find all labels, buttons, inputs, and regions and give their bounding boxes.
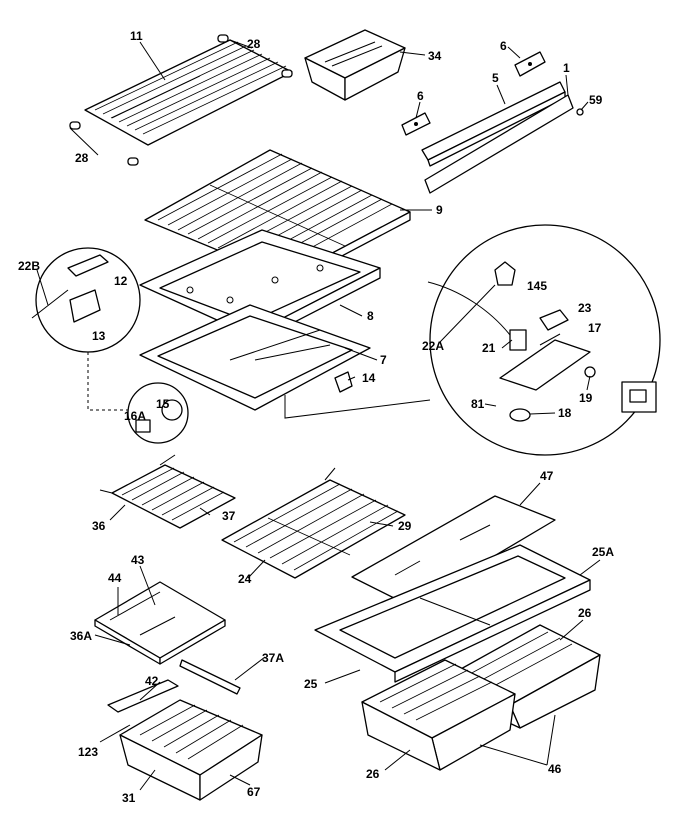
wire-shelf-11 <box>84 39 293 146</box>
callout-22b: 22B <box>18 259 40 273</box>
callout-25: 25 <box>304 677 318 691</box>
callout-1: 1 <box>563 61 570 75</box>
crisper-frame-8 <box>139 229 381 346</box>
clip-14 <box>334 371 353 393</box>
screw-59 <box>576 108 584 116</box>
callout-26-left: 26 <box>366 767 380 781</box>
callout-18: 18 <box>558 406 572 420</box>
callout-23: 23 <box>578 301 592 315</box>
glass-shelf-43 <box>94 581 226 665</box>
callout-81: 81 <box>471 397 485 411</box>
callout-29: 29 <box>398 519 412 533</box>
shelf-clip-28-upper <box>217 34 293 78</box>
callout-15: 15 <box>156 397 170 411</box>
control-bracket-6-upper <box>514 51 546 77</box>
callout-8: 8 <box>367 309 374 323</box>
callout-28-top: 28 <box>247 37 261 51</box>
callout-46: 46 <box>548 762 562 776</box>
crisper-drawer-26-left <box>361 659 516 771</box>
callout-31: 31 <box>122 791 136 805</box>
control-bracket-6-lower <box>401 112 431 136</box>
callout-6-top: 6 <box>500 39 507 53</box>
callout-24: 24 <box>238 572 252 586</box>
leader-lines <box>36 39 601 791</box>
callout-5: 5 <box>492 71 499 85</box>
callout-37a: 37A <box>262 651 284 665</box>
callout-16a: 16A <box>124 409 146 423</box>
callout-21: 21 <box>482 341 496 355</box>
callout-37: 37 <box>222 509 236 523</box>
callout-labels: 11 28 28 34 6 5 1 59 6 9 22B 12 13 8 7 1… <box>18 29 614 805</box>
bin-34 <box>304 29 406 101</box>
callout-26-right: 26 <box>578 606 592 620</box>
callout-36a: 36A <box>70 629 92 643</box>
callout-25a: 25A <box>592 545 614 559</box>
callout-11: 11 <box>130 29 143 43</box>
callout-44: 44 <box>108 571 122 585</box>
wire-shelf-36 <box>99 454 236 529</box>
shelf-clip-28-lower <box>69 121 139 166</box>
callout-12: 12 <box>114 274 128 288</box>
callout-9: 9 <box>436 203 443 217</box>
detail-circle-left <box>31 247 141 353</box>
callout-67: 67 <box>247 785 261 799</box>
detail-circle-light <box>127 382 189 444</box>
callout-145: 145 <box>527 279 547 293</box>
glass-top-47 <box>351 495 556 607</box>
callout-123: 123 <box>78 745 98 759</box>
callout-17: 17 <box>588 321 602 335</box>
callout-19: 19 <box>579 391 593 405</box>
callout-7: 7 <box>380 353 387 367</box>
callout-13: 13 <box>92 329 106 343</box>
tray-7 <box>139 304 371 411</box>
callout-14: 14 <box>362 371 376 385</box>
wire-shelf-29 <box>221 467 406 579</box>
housing-cover-1 <box>424 94 574 194</box>
callout-6-mid: 6 <box>417 89 424 103</box>
callout-43: 43 <box>131 553 145 567</box>
callout-47: 47 <box>540 469 554 483</box>
detail-circle-right <box>427 224 661 456</box>
drawer-31 <box>107 679 263 801</box>
callout-36: 36 <box>92 519 106 533</box>
trim-strip-37a <box>179 659 241 695</box>
callout-42: 42 <box>145 674 159 688</box>
crisper-cover-25 <box>314 544 591 683</box>
callout-22a: 22A <box>422 339 444 353</box>
callout-28-bottom: 28 <box>75 151 89 165</box>
callout-34: 34 <box>428 49 442 63</box>
callout-59: 59 <box>589 93 603 107</box>
